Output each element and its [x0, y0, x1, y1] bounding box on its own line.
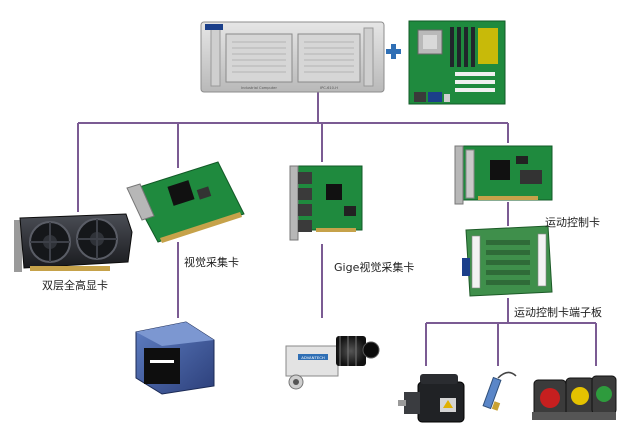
terminal-board	[462, 225, 553, 297]
gpu-card-label: 双层全高显卡	[42, 279, 108, 292]
chassis-left-door	[225, 33, 293, 83]
plus-icon	[386, 44, 401, 59]
servo-motor	[398, 374, 465, 423]
chassis-right-text: IPC-610-H	[320, 86, 338, 90]
vision-capture-card	[126, 161, 245, 243]
motion-card-label: 运动控制卡	[545, 216, 600, 229]
proximity-sensor	[482, 371, 517, 411]
motion-control-card	[454, 145, 553, 205]
industrial-pc-chassis: Industrial Computer IPC-610-H	[200, 21, 385, 93]
push-button-box	[532, 375, 617, 420]
terminal-board-label: 运动控制卡端子板	[514, 306, 602, 319]
motherboard	[408, 20, 506, 105]
gige-card-label: Gige视觉采集卡	[334, 261, 415, 274]
line-scan-camera	[135, 321, 215, 395]
gige-capture-card	[289, 165, 363, 241]
connector-lines	[77, 92, 597, 366]
graphics-card	[14, 213, 133, 272]
vision-card-label: 视觉采集卡	[184, 256, 239, 269]
chassis-left-text: Industrial Computer	[241, 86, 277, 90]
camera-brand: ADVANTECH	[301, 355, 325, 360]
chassis-right-door	[297, 33, 361, 83]
gige-industrial-camera: ADVANTECH	[285, 336, 380, 390]
